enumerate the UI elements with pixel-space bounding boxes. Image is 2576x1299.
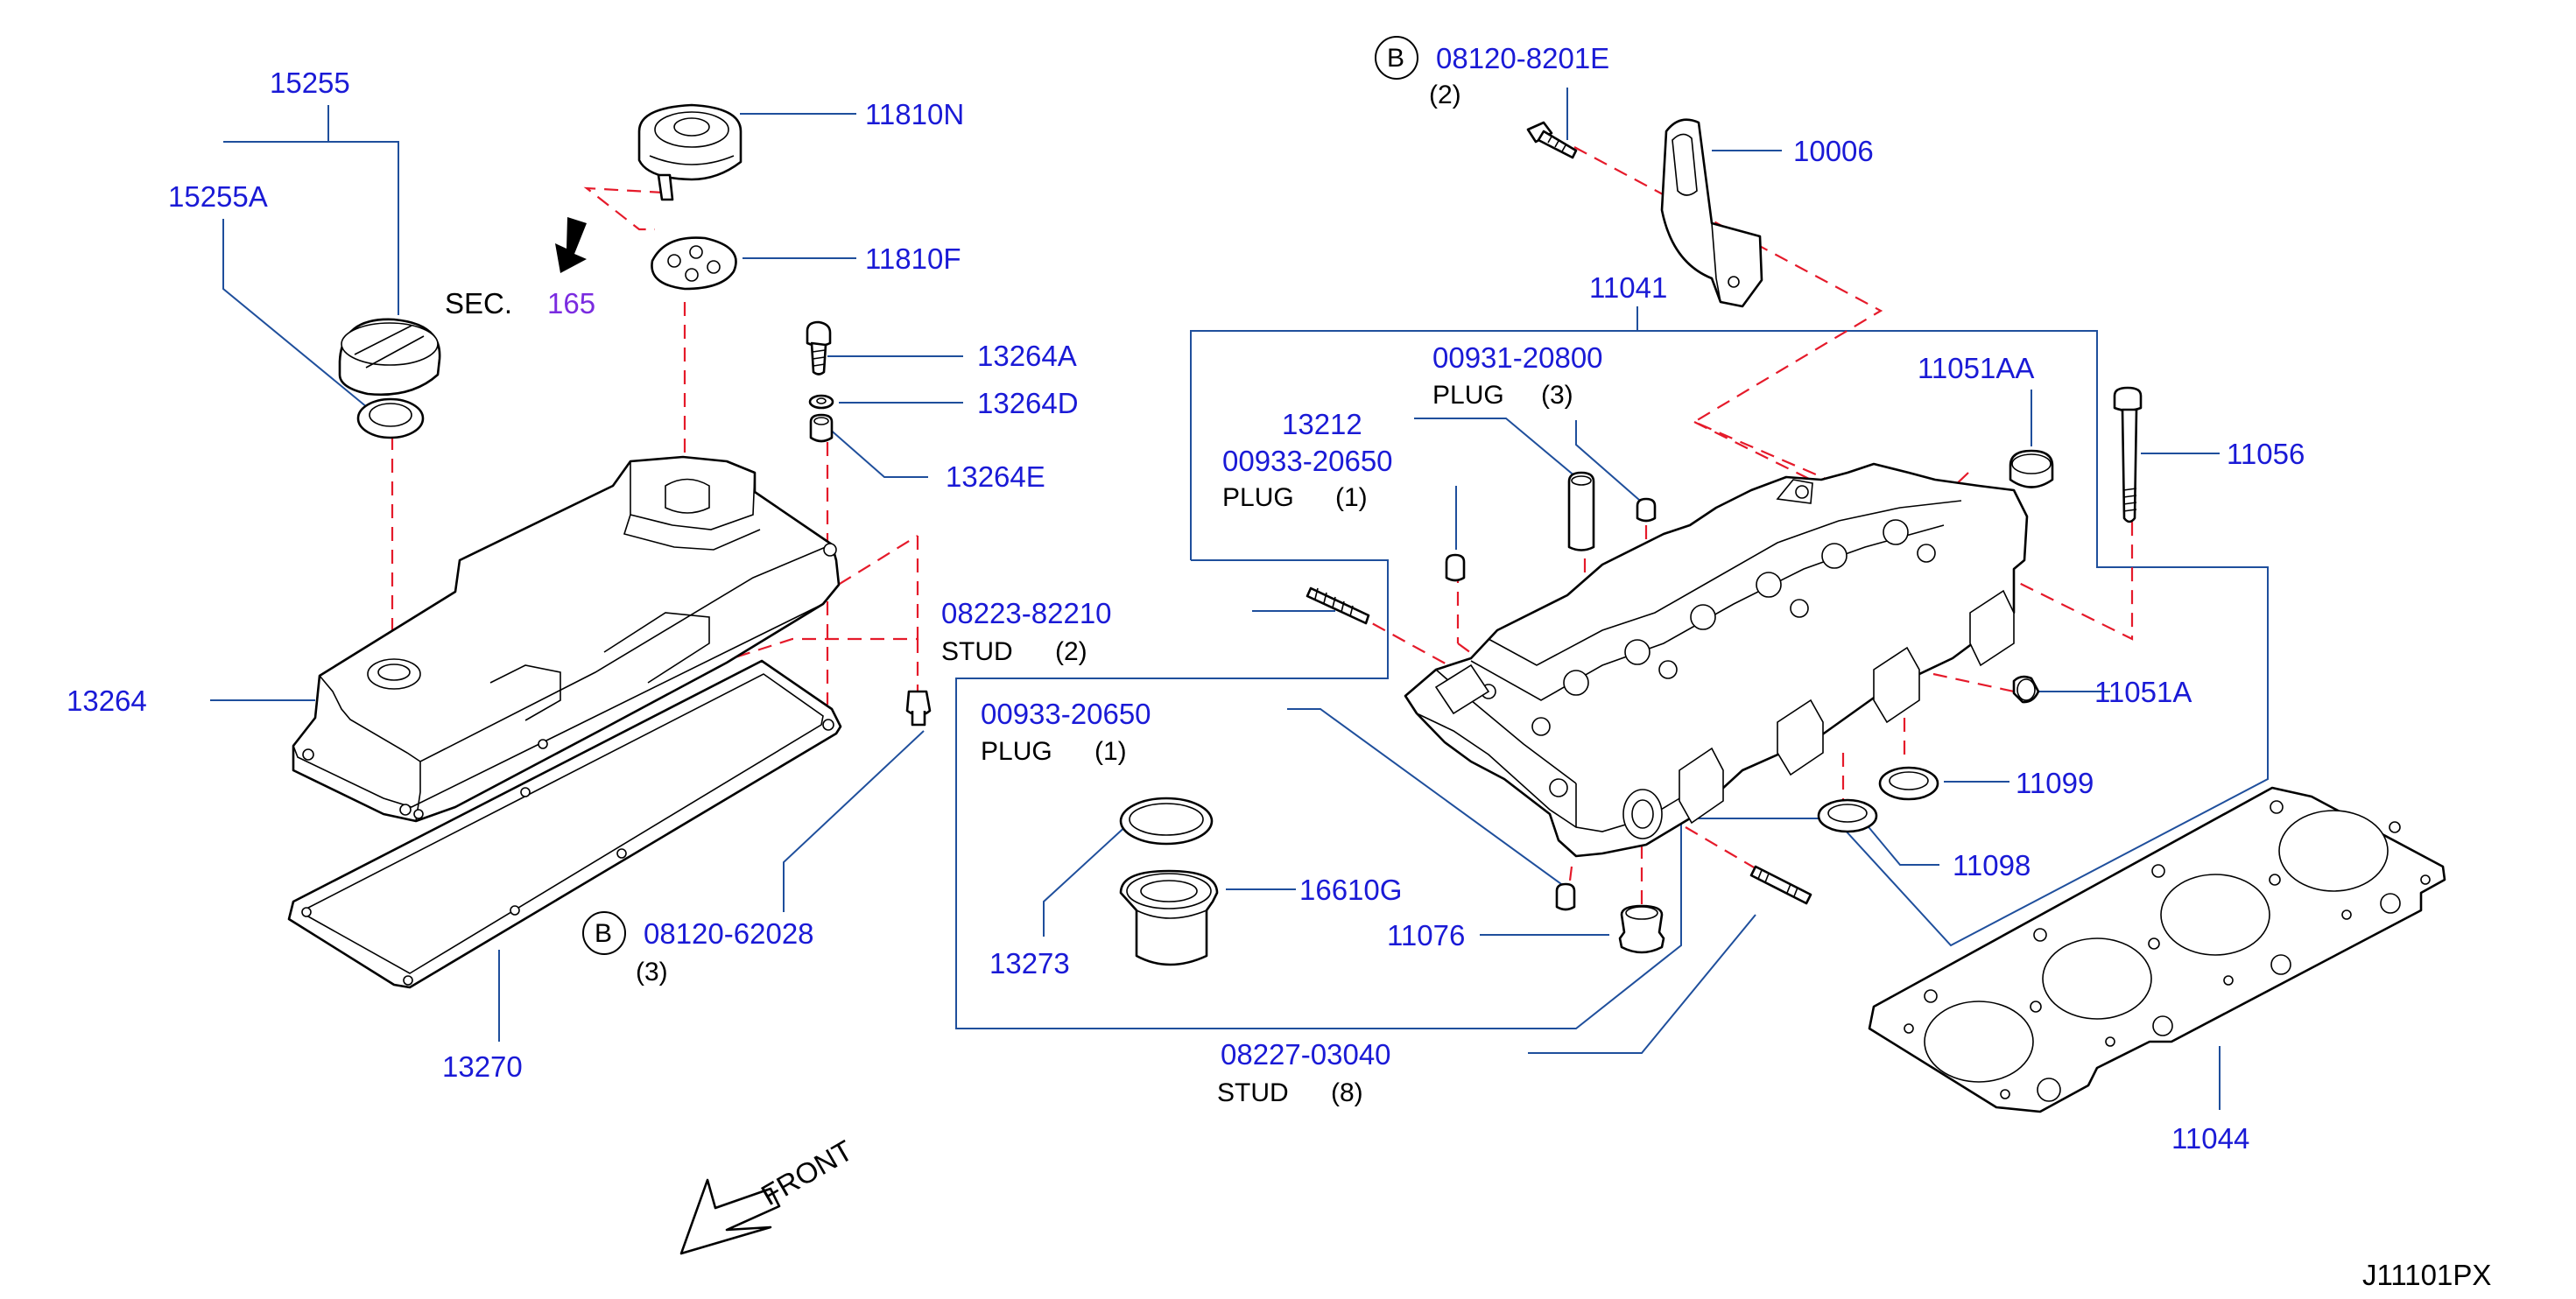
cover-stud-bolt <box>905 690 932 727</box>
front-label: FRONT <box>756 1134 858 1211</box>
callout-11810f: 11810F <box>865 242 961 275</box>
callout-00933-lower-note: PLUG <box>981 737 1052 766</box>
valve-guide <box>1567 471 1595 551</box>
callout-11041: 11041 <box>1589 271 1667 304</box>
oil-filler-cap <box>338 318 441 397</box>
callout-13264a: 13264A <box>977 340 1077 372</box>
rocker-cover <box>292 455 841 823</box>
callout-11098: 11098 <box>1953 849 2031 881</box>
callout-08223-82210: 08223-82210 <box>941 597 1112 629</box>
cover-bolt <box>806 320 832 376</box>
callout-11051a: 11051A <box>2094 676 2192 708</box>
bracket-bolt <box>1526 121 1578 159</box>
injector-seal-upper <box>1878 766 1939 801</box>
callout-b-marker: B <box>595 919 612 948</box>
head-plugs <box>1445 497 1657 911</box>
callout-00933-upper-note: PLUG <box>1222 483 1294 512</box>
callout-00933-20650-lower: 00933-20650 <box>981 698 1151 730</box>
callout-08223-note: STUD <box>941 637 1013 666</box>
cover-washer <box>808 394 834 410</box>
manifold-stud <box>1749 865 1812 905</box>
callout-08227-note: STUD <box>1217 1078 1289 1107</box>
callout-00933-lower-qty: (1) <box>1094 737 1127 766</box>
cap-gasket-ring <box>356 397 425 439</box>
diagram-code: J11101PX <box>2362 1259 2491 1291</box>
cylinder-head-gasket <box>1868 786 2446 1113</box>
callout-13270: 13270 <box>442 1050 523 1083</box>
callout-b-marker: B <box>1387 44 1404 73</box>
section-label: SEC. <box>445 287 512 319</box>
callout-11051aa: 11051AA <box>1918 352 2034 384</box>
callout-13264e: 13264E <box>946 460 1045 493</box>
callout-15255a: 15255A <box>168 180 268 213</box>
pcv-gasket <box>651 236 737 291</box>
front-direction-arrow-icon <box>679 1178 781 1255</box>
injector-seal-lower <box>1817 798 1878 833</box>
callout-08227-qty: (8) <box>1331 1078 1363 1107</box>
callout-00933-upper-qty: (1) <box>1335 483 1368 512</box>
cylinder-head-bolt <box>2113 386 2143 523</box>
callout-00931-20800: 00931-20800 <box>1432 341 1603 374</box>
engine-lifting-bracket <box>1660 118 1763 308</box>
callout-11056: 11056 <box>2227 438 2305 470</box>
callout-13273: 13273 <box>989 947 1070 980</box>
callout-00931-qty: (3) <box>1541 381 1573 410</box>
bolt-marker-circle <box>1375 36 1418 80</box>
expansion-plug-small <box>2012 675 2040 704</box>
short-stud <box>1306 586 1370 625</box>
pcv-valve <box>637 103 743 201</box>
callout-13264d: 13264D <box>977 387 1079 419</box>
section-number-link[interactable]: 165 <box>547 287 595 319</box>
leader-lines <box>210 88 2269 1110</box>
callout-labels: 15255 15255A 11810N 11810F SEC. 165 1326… <box>67 42 2491 1291</box>
callout-13212: 13212 <box>1282 408 1362 440</box>
callout-08120-62028: 08120-62028 <box>644 917 814 950</box>
section-reference-arrow-icon <box>555 217 587 273</box>
callout-11044: 11044 <box>2171 1122 2249 1155</box>
callout-10006: 10006 <box>1793 135 1874 167</box>
callout-08227-03040: 08227-03040 <box>1221 1038 1391 1071</box>
callout-11099: 11099 <box>2016 767 2094 799</box>
callout-11076: 11076 <box>1387 919 1465 951</box>
oil-seal-o-ring <box>1119 797 1214 846</box>
callout-08120-8201e: 08120-8201E <box>1436 42 1609 74</box>
callout-08120-8201e-qty: (2) <box>1429 81 1461 109</box>
expansion-plug-large <box>2009 449 2054 488</box>
callout-08120-62028-qty: (3) <box>636 958 668 987</box>
callout-00933-20650-upper: 00933-20650 <box>1222 445 1393 477</box>
callout-11810n: 11810N <box>865 98 964 130</box>
cylinder-head <box>1404 462 2029 858</box>
cover-grommet <box>809 413 834 443</box>
bolt-marker-circle <box>582 911 626 955</box>
rocker-cover-gasket <box>287 659 842 989</box>
callout-08223-qty: (2) <box>1055 637 1087 666</box>
callout-16610g: 16610G <box>1299 874 1402 906</box>
callout-15255: 15255 <box>270 67 350 99</box>
callout-13264: 13264 <box>67 685 147 717</box>
callout-00931-note: PLUG <box>1432 381 1504 410</box>
injector-sleeve <box>1119 869 1219 966</box>
head-fitting <box>1618 904 1665 954</box>
